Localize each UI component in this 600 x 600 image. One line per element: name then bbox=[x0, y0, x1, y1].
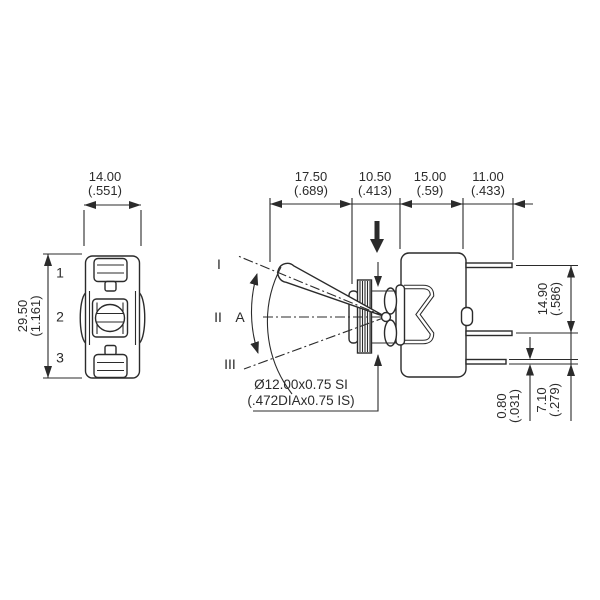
pin-span-inch: (.586) bbox=[548, 282, 563, 316]
side-body bbox=[400, 252, 513, 378]
terminal-label-1: 1 bbox=[56, 265, 64, 281]
arrow-left-icon bbox=[270, 200, 282, 208]
mounting-clip-inner bbox=[404, 285, 434, 344]
bushing-barrel bbox=[371, 290, 396, 344]
extension-lines bbox=[509, 264, 578, 365]
terminal-label-3: 3 bbox=[56, 350, 64, 366]
arrow-down-icon bbox=[370, 239, 384, 253]
arrow-left-icon bbox=[400, 200, 412, 208]
switch-housing-side bbox=[400, 252, 467, 378]
pin-thickness-mm: 0.80 bbox=[494, 393, 509, 418]
arrow-right-icon bbox=[129, 201, 141, 209]
terminal-1-tab bbox=[104, 280, 117, 292]
arrow-left-icon bbox=[84, 201, 96, 209]
pivot-ball bbox=[380, 311, 392, 323]
dim-lever-mm: 17.50 bbox=[295, 169, 328, 184]
extension-lines bbox=[269, 198, 514, 284]
arrow-up-icon bbox=[374, 354, 382, 366]
arrow-up-icon bbox=[44, 254, 52, 266]
centerline-position-up bbox=[237, 255, 387, 318]
thread-note: Ø12.00x0.75 SI (.472DIAx0.75 IS) bbox=[247, 262, 382, 412]
terminal-1-plate bbox=[93, 257, 128, 283]
arrow-up-icon bbox=[567, 364, 575, 376]
push-direction-arrow bbox=[370, 221, 384, 253]
front-body bbox=[79, 255, 146, 379]
lever-seal-lower bbox=[383, 319, 398, 347]
arrow-up-icon bbox=[567, 265, 575, 278]
front-height-dimension: 29.50 (1.161) bbox=[15, 253, 82, 379]
right-mount-wing bbox=[138, 292, 146, 344]
terminal-2-screw-head bbox=[94, 303, 126, 333]
dim-pin-mm: 11.00 bbox=[472, 169, 504, 184]
housing-rib bbox=[460, 306, 474, 327]
angle-label: A bbox=[235, 309, 245, 325]
terminal-pin-bottom bbox=[465, 358, 507, 365]
arrow-down-icon bbox=[567, 321, 575, 333]
dim-body-inch: (.59) bbox=[417, 183, 444, 198]
clip-plate bbox=[395, 284, 406, 346]
thread-note-line1: Ø12.00x0.75 SI bbox=[254, 377, 348, 392]
lever-seal-upper bbox=[383, 287, 398, 315]
front-view: 14.00 (.551) 29.50 (1.161) bbox=[15, 169, 146, 379]
terminal-pin-top bbox=[465, 262, 513, 269]
dim-bushing-inch: (.413) bbox=[358, 183, 392, 198]
terminal-label-2: 2 bbox=[56, 309, 64, 325]
position-labels: I II A III bbox=[214, 256, 245, 372]
dim-lever-inch: (.689) bbox=[294, 183, 328, 198]
terminal-labels: 1 2 3 bbox=[56, 265, 64, 366]
arrow-up-icon bbox=[526, 364, 534, 376]
arrow-right-icon bbox=[451, 200, 463, 208]
lever-paddle bbox=[277, 262, 387, 318]
terminal-3-tab bbox=[104, 344, 117, 356]
toggle-lever bbox=[237, 255, 392, 395]
lower-pin-span-inch: (.279) bbox=[547, 383, 562, 417]
arrow-down-icon bbox=[526, 348, 534, 360]
pin-span-mm: 14.90 bbox=[535, 283, 550, 316]
bushing-assembly bbox=[348, 279, 406, 354]
leader-line-bottom bbox=[253, 355, 379, 412]
terminal-pin-middle bbox=[465, 330, 513, 337]
top-dimension-chain: 17.50 (.689) 10.50 (.413) 15.00 (.59) 11… bbox=[269, 169, 533, 284]
terminal-3 bbox=[93, 344, 128, 379]
dim-pin-inch: (.433) bbox=[471, 183, 505, 198]
front-width-inch: (.551) bbox=[88, 183, 122, 198]
arrow-right-icon bbox=[340, 200, 352, 208]
terminal-3-plate bbox=[93, 353, 128, 379]
terminal-1-slot bbox=[97, 264, 124, 274]
dim-bushing-mm: 10.50 bbox=[359, 169, 392, 184]
position-label-down: III bbox=[224, 356, 236, 372]
centerline-position-down bbox=[243, 316, 387, 370]
front-width-mm: 14.00 bbox=[89, 169, 122, 184]
wing-inner-edges bbox=[88, 291, 137, 345]
position-label-mid: II bbox=[214, 309, 222, 325]
right-dimensions: 14.90 (.586) 7.10 (.279) 0.80 (.031) bbox=[494, 264, 578, 423]
extension-lines bbox=[43, 253, 82, 379]
front-height-mm: 29.50 bbox=[15, 300, 30, 333]
pin-thickness-inch: (.031) bbox=[507, 389, 522, 423]
terminal-2 bbox=[91, 298, 129, 338]
lever-sweep-arc bbox=[266, 266, 293, 395]
position-label-up: I bbox=[217, 256, 221, 272]
terminal-2-slot bbox=[96, 312, 124, 323]
arrow-down-icon bbox=[44, 366, 52, 378]
thread-note-line2: (.472DIAx0.75 IS) bbox=[247, 393, 354, 408]
front-width-dimension: 14.00 (.551) bbox=[83, 169, 142, 246]
arrow-down-icon bbox=[374, 276, 382, 287]
dim-body-mm: 15.00 bbox=[414, 169, 447, 184]
arrow-left-icon bbox=[513, 200, 525, 208]
front-height-inch: (1.161) bbox=[28, 295, 43, 336]
terminal-1 bbox=[93, 257, 128, 292]
angle-arc bbox=[249, 273, 259, 354]
extension-lines bbox=[83, 210, 142, 246]
terminal-3-slot bbox=[97, 361, 124, 372]
side-view: 17.50 (.689) 10.50 (.413) 15.00 (.59) 11… bbox=[214, 169, 578, 423]
lower-pin-span-mm: 7.10 bbox=[534, 387, 549, 412]
left-mount-wing bbox=[79, 292, 87, 344]
